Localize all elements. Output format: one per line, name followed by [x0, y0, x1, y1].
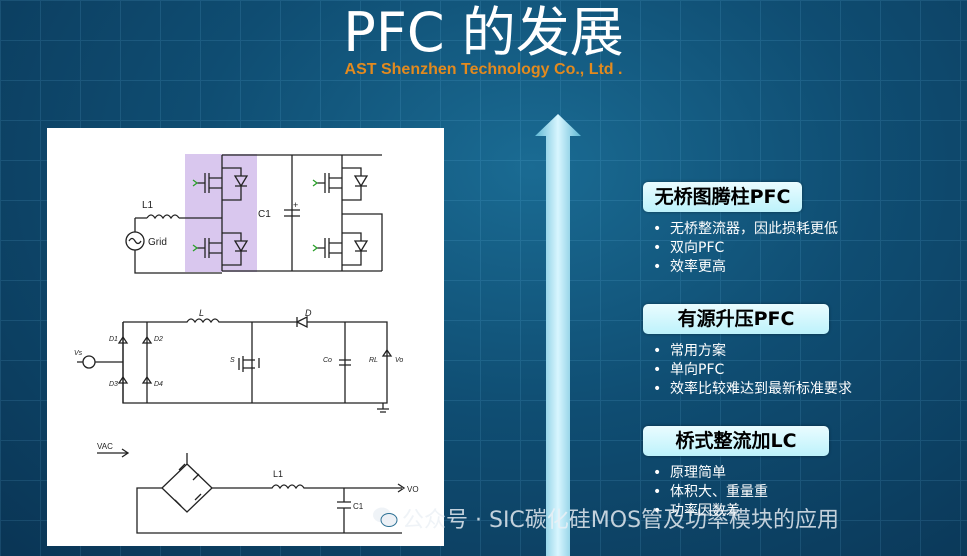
c2-vs-label: Vs [74, 350, 83, 357]
section-title-boost: 有源升压PFC [643, 304, 829, 334]
c2-d-label: D [305, 308, 312, 318]
c1-l1-label: L1 [142, 200, 154, 211]
bullet-item: 效率更高 [650, 258, 838, 277]
bullet-item: 常用方案 [650, 342, 852, 361]
bullets-bridge-lc: 原理简单 体积大、重量重 功率因数差 [650, 464, 768, 521]
bullet-item: 原理简单 [650, 464, 768, 483]
bullet-item: 功率因数差 [650, 502, 768, 521]
bullets-boost: 常用方案 单向PFC 效率比较难达到最新标准要求 [650, 342, 852, 399]
bridge-lc-circuit [97, 448, 406, 534]
c2-d2-label: D2 [154, 336, 163, 343]
wechat-icon [373, 507, 398, 527]
c2-l-label: L [199, 308, 204, 318]
company-subtitle: AST Shenzhen Technology Co., Ltd . [344, 61, 623, 78]
c2-d1-label: D1 [109, 336, 118, 343]
c1-plus-label: + [293, 200, 298, 210]
circuit-diagrams: L1 Grid C1 + L D D1 D2 D3 D4 S Co RL Vo … [74, 154, 419, 534]
c2-rl-label: RL [369, 357, 378, 364]
c2-co-label: Co [323, 357, 332, 364]
c1-grid-label: Grid [148, 237, 167, 248]
bullet-item: 效率比较难达到最新标准要求 [650, 380, 852, 399]
page-title: PFC 的发展 [343, 1, 624, 64]
section-title-totem-pole: 无桥图腾柱PFC [643, 182, 802, 212]
c1-c1-label: C1 [258, 209, 271, 220]
c2-s-label: S [230, 357, 235, 364]
bullet-item: 体积大、重量重 [650, 483, 768, 502]
totem-pole-circuit [125, 154, 383, 274]
c3-vac-label: VAC [97, 442, 113, 451]
c2-d3-label: D3 [109, 381, 118, 388]
circuit-diagram-panel: L1 Grid C1 + L D D1 D2 D3 D4 S Co RL Vo … [47, 128, 444, 546]
c2-d4-label: D4 [154, 381, 163, 388]
c3-l1-label: L1 [273, 469, 283, 479]
c3-vo-label: VO [407, 485, 419, 494]
bullet-item: 单向PFC [650, 361, 852, 380]
bullet-item: 双向PFC [650, 239, 838, 258]
section-title-bridge-lc: 桥式整流加LC [643, 426, 829, 456]
c2-vo-label: Vo [395, 357, 403, 364]
bullet-item: 无桥整流器，因此损耗更低 [650, 220, 838, 239]
c3-c1-label: C1 [353, 502, 364, 511]
bullets-totem-pole: 无桥整流器，因此损耗更低 双向PFC 效率更高 [650, 220, 838, 277]
up-arrow [535, 114, 581, 556]
boost-pfc-circuit [77, 315, 393, 413]
watermark-text: 公众号 · SIC碳化硅MOS管及功率模块的应用 [402, 508, 840, 533]
